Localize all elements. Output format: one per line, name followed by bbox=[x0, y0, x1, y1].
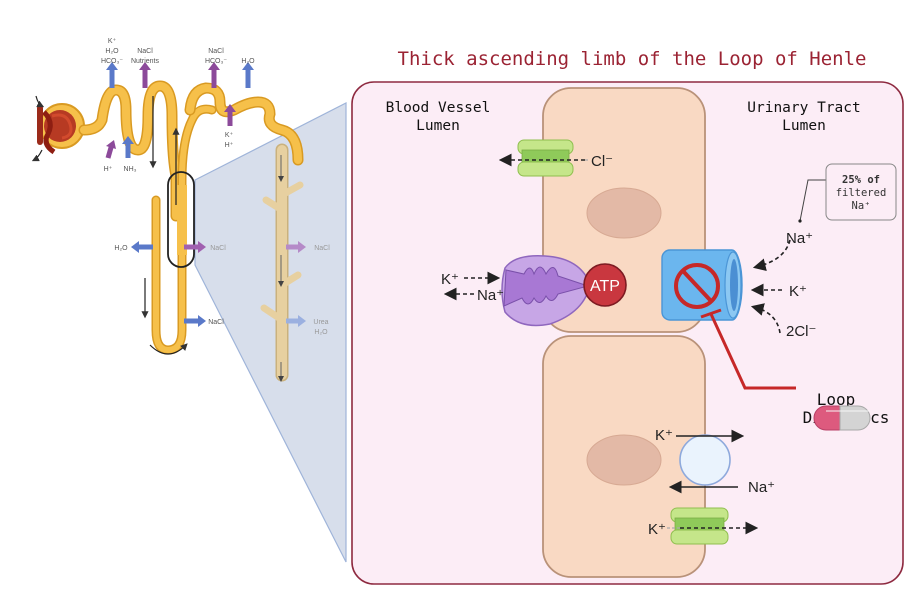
nkcc-cl-label: 2Cl⁻ bbox=[786, 323, 816, 340]
nkcc-na-label: Na⁺ bbox=[786, 230, 813, 247]
nkcc-cl-arrow bbox=[750, 303, 781, 334]
nephron-illustration: K⁺ H₂O HCO₃⁻ NaCl Nutrients H⁺ NH₃ NaCl … bbox=[31, 38, 330, 382]
callout-line1: 25% of bbox=[842, 174, 880, 186]
glomerulus bbox=[31, 95, 85, 162]
filtered-na-callout: 25% of filtered Na⁺ bbox=[825, 163, 897, 221]
pct-label-hco3: HCO₃⁻ bbox=[101, 58, 123, 65]
inhibition-symbol bbox=[674, 263, 720, 309]
detail-panel bbox=[351, 81, 904, 585]
k-na-exchanger bbox=[679, 434, 731, 486]
dct-label-h: H⁺ bbox=[225, 142, 234, 149]
nephron-labels: K⁺ H₂O HCO₃⁻ NaCl Nutrients H⁺ NH₃ NaCl … bbox=[101, 38, 330, 336]
dct-label-nacl: NaCl bbox=[208, 48, 224, 55]
dct-label-hco3: HCO₃⁻ bbox=[205, 58, 227, 65]
callout-line2: filtered bbox=[836, 187, 887, 199]
diuretic-inhibition-line bbox=[700, 308, 796, 390]
pct-label-nh3: NH₃ bbox=[124, 166, 137, 173]
chloride-channel bbox=[517, 139, 574, 177]
pct-label-h2o: H₂O bbox=[105, 48, 119, 55]
chloride-label: Cl⁻ bbox=[591, 153, 613, 170]
duct-label-h2o: H₂O bbox=[314, 329, 328, 336]
epithelial-cell-bottom bbox=[542, 335, 706, 578]
blood-vessel-heading-line2: Lumen bbox=[416, 118, 460, 134]
tal-highlight-oval bbox=[167, 171, 195, 268]
dct-label-h2o: H₂O bbox=[241, 58, 255, 65]
loop-diuretics-label-line1: Loop bbox=[817, 390, 856, 409]
descending-label-h2o: H₂O bbox=[114, 245, 128, 252]
potassium-channel bbox=[670, 507, 729, 545]
urinary-tract-heading-line1: Urinary Tract bbox=[747, 100, 861, 116]
pct-label-k: K⁺ bbox=[108, 38, 117, 45]
nucleus-top bbox=[586, 187, 662, 239]
dct-label-k: K⁺ bbox=[225, 132, 234, 139]
nkcc2-cotransporter bbox=[661, 249, 743, 321]
callout-leader-line bbox=[799, 179, 826, 222]
pct-label-h: H⁺ bbox=[104, 166, 113, 173]
duct-label-nacl: NaCl bbox=[314, 245, 330, 252]
nkcc-k-label: K⁺ bbox=[789, 283, 807, 300]
collecting-duct bbox=[260, 143, 304, 382]
urinary-tract-heading-line2: Lumen bbox=[782, 118, 826, 134]
pump-k-label: K⁺ bbox=[441, 271, 459, 288]
na-k-atpase-pump bbox=[501, 255, 591, 327]
nucleus-bottom bbox=[586, 434, 662, 486]
blood-vessel-heading-line1: Blood Vessel bbox=[386, 100, 491, 116]
callout-line3: Na⁺ bbox=[852, 200, 871, 212]
duct-label-urea: Urea bbox=[313, 319, 328, 326]
thin-ascending-label-nacl: NaCl bbox=[208, 319, 224, 326]
k-channel-label: K⁺ bbox=[648, 521, 666, 538]
pct-label-nutrients: Nutrients bbox=[131, 58, 160, 65]
ascending-label-nacl: NaCl bbox=[210, 245, 226, 252]
pill-icon bbox=[813, 405, 871, 431]
exchanger-na-label: Na⁺ bbox=[748, 479, 775, 496]
atp-circle: ATP bbox=[583, 263, 627, 307]
exchanger-k-label: K⁺ bbox=[655, 427, 673, 444]
pct-label-nacl: NaCl bbox=[137, 48, 153, 55]
pump-na-label: Na⁺ bbox=[477, 287, 504, 304]
atp-label: ATP bbox=[590, 278, 620, 295]
zoom-projection bbox=[194, 102, 347, 563]
nkcc-na-arrow bbox=[752, 239, 791, 271]
nephron-transport-arrows bbox=[105, 62, 306, 327]
diagram-title: Thick ascending limb of the Loop of Henl… bbox=[398, 48, 867, 70]
